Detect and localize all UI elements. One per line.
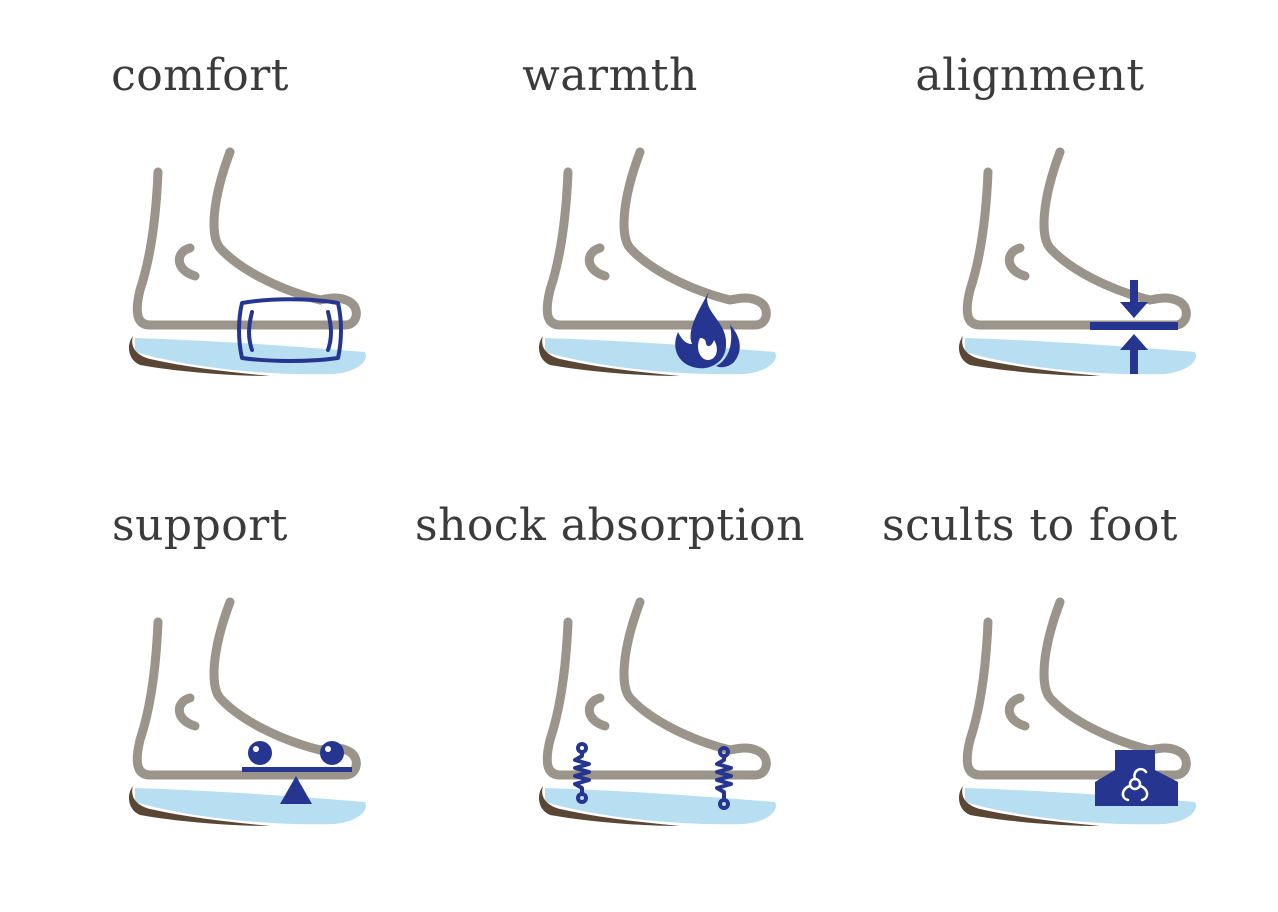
sole-shape — [538, 336, 680, 376]
foot-outline-icon — [962, 147, 1191, 330]
foot-illustration — [120, 140, 380, 400]
feature-label: alignment — [915, 50, 1145, 101]
feature-sculpts-to-foot: scults to foot — [830, 450, 1250, 890]
insole-shape — [135, 788, 366, 825]
foot-outline-icon — [542, 147, 771, 330]
insole-shape — [135, 338, 366, 375]
sole-shape — [958, 786, 1100, 826]
insole-shape — [545, 788, 776, 825]
sole-shape — [128, 336, 270, 376]
foot-illustration — [950, 140, 1210, 400]
flame-icon — [675, 290, 740, 369]
foot-illustration — [530, 140, 790, 400]
feature-alignment: alignment — [830, 0, 1250, 440]
sole-shape — [958, 336, 1100, 376]
feature-label: comfort — [111, 50, 289, 101]
foot-outline-icon — [132, 597, 361, 780]
mold-icon — [1095, 750, 1178, 806]
foot-illustration — [530, 590, 790, 850]
foot-outline-icon — [962, 597, 1191, 780]
spring-icon — [715, 746, 733, 810]
feature-comfort: comfort — [0, 0, 420, 440]
foot-outline-icon — [132, 147, 361, 330]
sole-shape — [538, 786, 680, 826]
compress-arrows-icon — [1090, 280, 1178, 374]
foot-illustration — [120, 590, 380, 850]
feature-support: support — [0, 450, 420, 890]
spring-icon — [573, 742, 591, 804]
insole-shape — [965, 338, 1196, 375]
pillow-icon — [237, 297, 343, 363]
feature-label: shock absorption — [415, 500, 805, 551]
feature-label: support — [112, 500, 288, 551]
sole-shape — [128, 786, 270, 826]
insole-shape — [965, 788, 1196, 825]
balance-icon — [242, 741, 352, 804]
feature-shock-absorption: shock absorption — [410, 450, 830, 890]
foot-illustration — [950, 590, 1210, 850]
foot-outline-icon — [542, 597, 771, 780]
feature-label: warmth — [522, 50, 698, 101]
feature-warmth: warmth — [410, 0, 830, 440]
feature-label: scults to foot — [882, 500, 1178, 551]
